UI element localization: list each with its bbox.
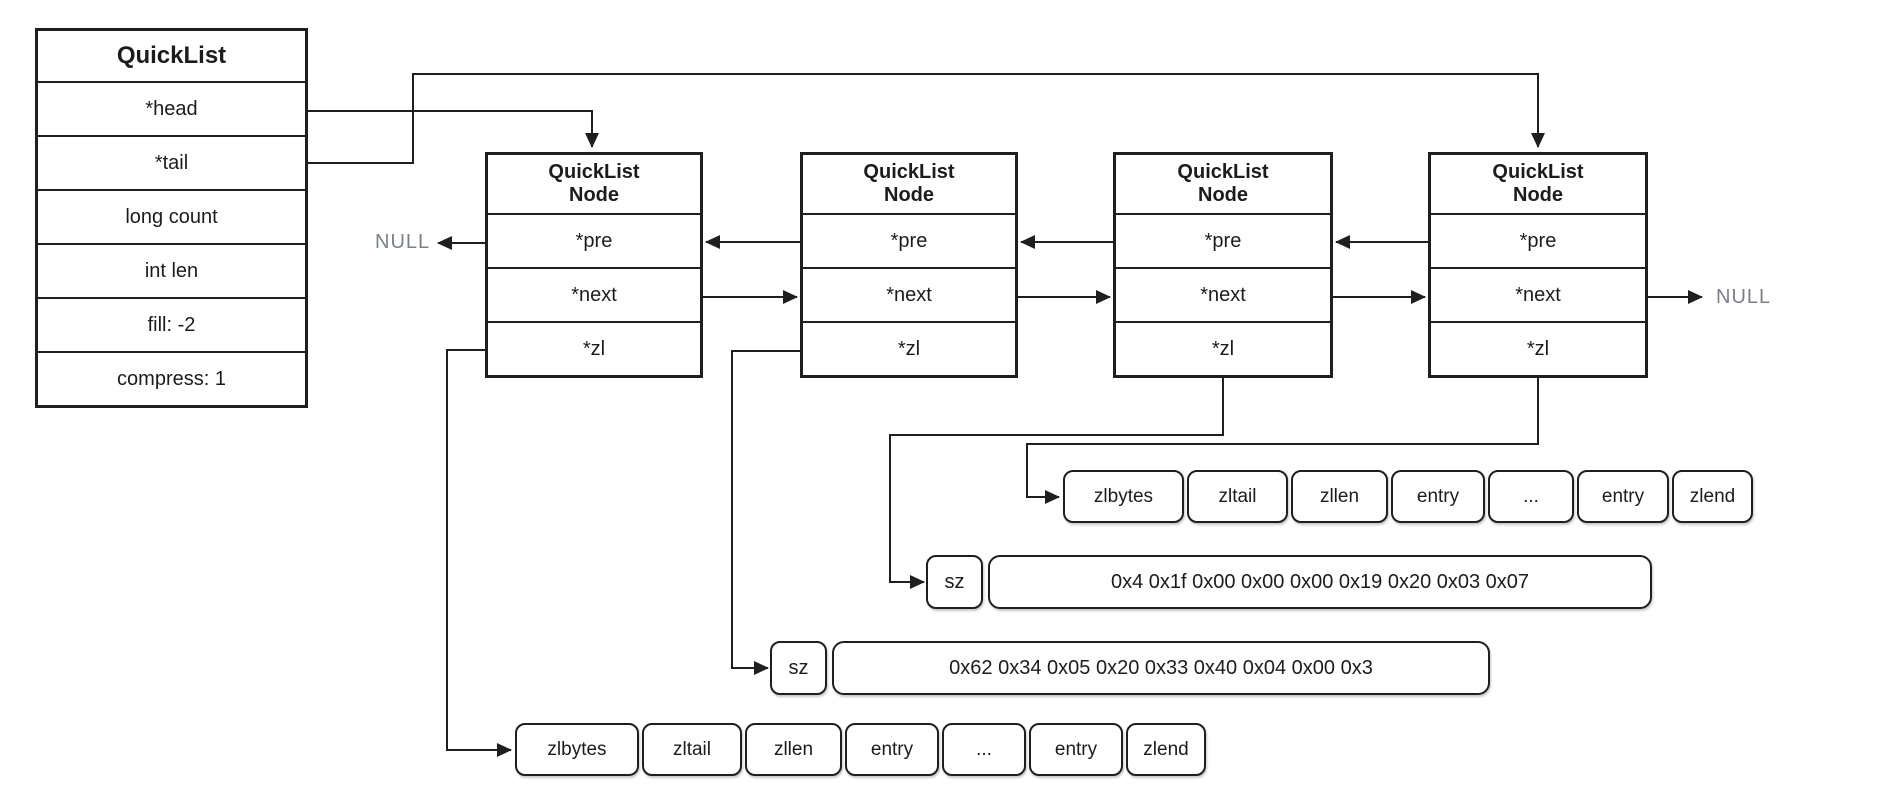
- quicklist-field-fill: fill: -2: [38, 297, 305, 351]
- sz2-bytes-box: 0x62 0x34 0x05 0x20 0x33 0x40 0x04 0x00 …: [832, 641, 1490, 695]
- zl-arrow-node2-to-sz2: [731, 350, 800, 675]
- node2-title: QuickList Node: [803, 155, 1015, 213]
- node4-title-line2: Node: [1513, 184, 1563, 206]
- sz2-label: sz: [788, 656, 809, 679]
- ziplist-cell-entry: entry: [1577, 470, 1669, 523]
- node4-field-pre: *pre: [1431, 213, 1645, 267]
- ziplist-cell-zllen: zllen: [745, 723, 842, 776]
- quicklist-title: QuickList: [116, 42, 227, 69]
- null-label-right: NULL: [1716, 286, 1772, 308]
- node3-title-line1: QuickList: [1177, 161, 1269, 183]
- node2-title-line2: Node: [884, 184, 934, 206]
- ziplist-cell-zlend: zlend: [1672, 470, 1753, 523]
- quicklist-field-tail: *tail: [38, 135, 305, 189]
- node1-field-next: *next: [488, 267, 700, 321]
- node2-field-pre: *pre: [803, 213, 1015, 267]
- quicklistnode-2: QuickList Node *pre *next *zl: [800, 152, 1018, 378]
- zl-arrow-node1-to-ziplist-bottom: [446, 349, 512, 757]
- ziplist-cell-ellipsis: ...: [942, 723, 1026, 776]
- ziplist-cell-zlbytes: zlbytes: [1063, 470, 1184, 523]
- node1-title-line2: Node: [569, 184, 619, 206]
- ziplist-cell-entry: entry: [845, 723, 939, 776]
- ziplist-top-row: zlbytes zltail zllen entry ... entry zle…: [1063, 470, 1753, 523]
- node2-title-line1: QuickList: [863, 161, 955, 183]
- ziplist-cell-entry: entry: [1029, 723, 1123, 776]
- quicklistnode-4: QuickList Node *pre *next *zl: [1428, 152, 1648, 378]
- sz1-bytes-box: 0x4 0x1f 0x00 0x00 0x00 0x19 0x20 0x03 0…: [988, 555, 1652, 609]
- ziplist-cell-ellipsis: ...: [1488, 470, 1574, 523]
- quicklist-field-head: *head: [38, 81, 305, 135]
- null-label-left: NULL: [375, 231, 431, 253]
- sz2-bytes: 0x62 0x34 0x05 0x20 0x33 0x40 0x04 0x00 …: [949, 656, 1373, 679]
- ziplist-cell-zltail: zltail: [1187, 470, 1288, 523]
- ziplist-cell-zllen: zllen: [1291, 470, 1388, 523]
- ziplist-cell-zlend: zlend: [1126, 723, 1206, 776]
- ziplist-cell-zlbytes: zlbytes: [515, 723, 639, 776]
- sz2-label-box: sz: [770, 641, 827, 695]
- node3-field-pre: *pre: [1116, 213, 1330, 267]
- node4-field-zl: *zl: [1431, 321, 1645, 375]
- quicklist-struct: QuickList *head *tail long count int len…: [35, 28, 308, 408]
- node4-title: QuickList Node: [1431, 155, 1645, 213]
- quicklistnode-1: QuickList Node *pre *next *zl: [485, 152, 703, 378]
- ziplist-cell-zltail: zltail: [642, 723, 742, 776]
- node3-title-line2: Node: [1198, 184, 1248, 206]
- head-pointer-arrow: [308, 110, 599, 148]
- quicklist-field-len: int len: [38, 243, 305, 297]
- ziplist-bottom-row: zlbytes zltail zllen entry ... entry zle…: [515, 723, 1209, 776]
- quicklist-field-count: long count: [38, 189, 305, 243]
- node4-field-next: *next: [1431, 267, 1645, 321]
- quicklistnode-3: QuickList Node *pre *next *zl: [1113, 152, 1333, 378]
- node1-title-line1: QuickList: [548, 161, 640, 183]
- node1-field-zl: *zl: [488, 321, 700, 375]
- sz1-label: sz: [944, 570, 965, 593]
- node3-title: QuickList Node: [1116, 155, 1330, 213]
- node2-field-zl: *zl: [803, 321, 1015, 375]
- node3-field-zl: *zl: [1116, 321, 1330, 375]
- node2-field-next: *next: [803, 267, 1015, 321]
- sz1-label-box: sz: [926, 555, 983, 609]
- ziplist-cell-entry: entry: [1391, 470, 1485, 523]
- quicklist-field-compress: compress: 1: [38, 351, 305, 405]
- sz1-bytes: 0x4 0x1f 0x00 0x00 0x00 0x19 0x20 0x03 0…: [1110, 570, 1530, 593]
- node1-field-pre: *pre: [488, 213, 700, 267]
- tail-pointer-arrow: [308, 73, 1545, 164]
- node3-field-next: *next: [1116, 267, 1330, 321]
- node4-title-line1: QuickList: [1492, 161, 1584, 183]
- node1-title: QuickList Node: [488, 155, 700, 213]
